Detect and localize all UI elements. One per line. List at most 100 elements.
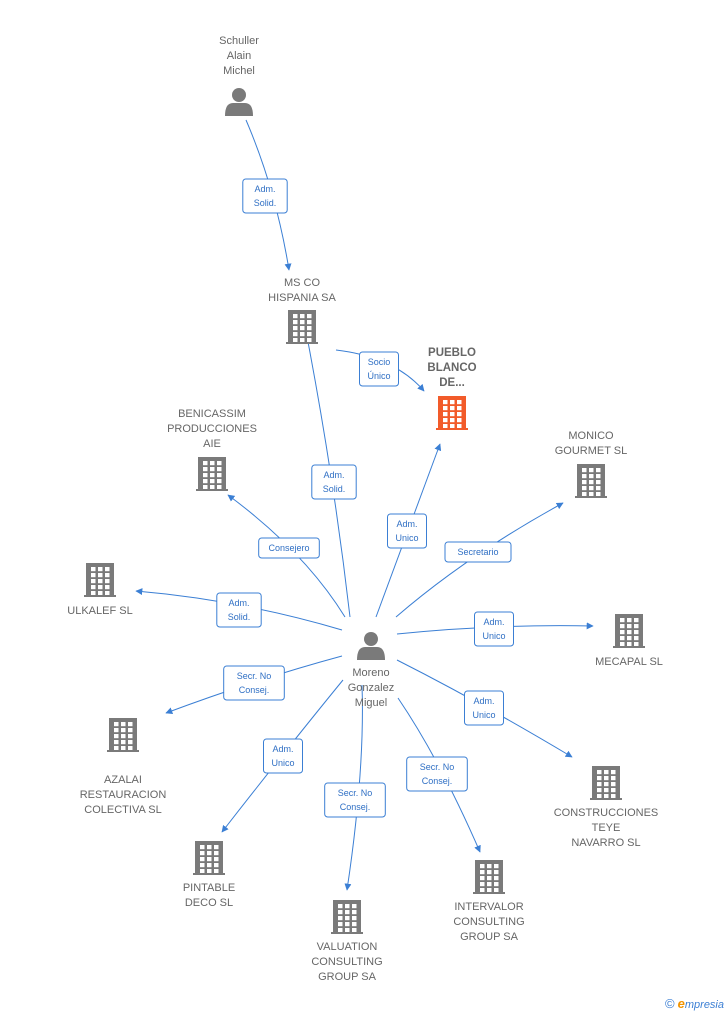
node-label: GROUP SA	[318, 971, 377, 983]
edge-label-box[interactable]: Adm.Unico	[464, 690, 504, 726]
edge-label-text: Consej.	[422, 776, 453, 786]
edge-label-text: Adm.	[272, 744, 293, 754]
edge-moreno-ulkalef: Adm.Solid.	[135, 588, 343, 631]
edge-label-box[interactable]: Secr. No Consej.	[223, 665, 285, 701]
node-label: PINTABLE	[183, 882, 235, 894]
node-label: CONSTRUCCIONES	[554, 807, 659, 819]
edge-label-text: Unico	[271, 758, 294, 768]
building-icon	[575, 464, 607, 498]
edge-schuller-msco: Adm.Solid.	[242, 119, 292, 271]
building-icon	[286, 310, 318, 344]
building-icon	[196, 457, 228, 491]
edge-label-box[interactable]: Adm.Solid.	[242, 178, 288, 214]
node-label: AIE	[203, 438, 221, 450]
node-ulkalef[interactable]: ULKALEF SL	[67, 563, 133, 617]
node-label: RESTAURACION	[80, 789, 167, 801]
edge-moreno-benicassim: Consejero	[227, 494, 346, 618]
brand-name: mpresia	[684, 999, 724, 1011]
edge-label-text: Solid.	[323, 484, 346, 494]
copyright-symbol: ©	[665, 996, 675, 1011]
node-label: DECO SL	[185, 897, 233, 909]
person-icon	[225, 88, 253, 116]
node-label: PUEBLO	[428, 347, 476, 359]
edge-label-box[interactable]: Adm. Unico	[263, 738, 303, 774]
edge-label-frame	[263, 738, 303, 774]
node-label: MONICO	[568, 430, 614, 442]
building-icon	[436, 396, 468, 430]
node-label: Schuller	[219, 35, 259, 47]
node-pueblo[interactable]: PUEBLO BLANCO DE...	[427, 347, 477, 430]
node-mecapal[interactable]: MECAPAL SL	[595, 614, 663, 668]
node-label: Michel	[223, 65, 255, 77]
edge-label-text: Adm.	[483, 617, 504, 627]
edge-label-frame	[223, 665, 285, 701]
node-label: Moreno	[352, 667, 389, 679]
node-label: BLANCO	[427, 362, 476, 374]
building-icon	[590, 766, 622, 800]
edge-label-text: Consej.	[340, 802, 371, 812]
empresia-watermark: ©empresia	[665, 996, 724, 1011]
edge-label-text: Único	[367, 371, 390, 381]
person-icon	[357, 632, 385, 660]
edge-moreno-construcciones: Adm.Unico	[396, 659, 573, 758]
edge-label-text: Socio	[368, 357, 391, 367]
edge-label-text: Secr. No	[237, 671, 272, 681]
node-label: AZALAI	[104, 774, 142, 786]
edge-label-text: Unico	[472, 710, 495, 720]
edge-label-text: Consejero	[268, 543, 309, 553]
node-label: GOURMET SL	[555, 445, 628, 457]
edge-label-frame	[387, 513, 427, 549]
edge-moreno-msco: Adm. Solid.	[301, 320, 357, 618]
building-icon	[107, 718, 139, 752]
edge-label-frame	[324, 782, 386, 818]
edge-label-box[interactable]: Secretario	[444, 541, 512, 563]
node-label: Gonzalez	[348, 682, 394, 694]
edge-label-text: Adm.	[228, 598, 249, 608]
edge-label-text: Unico	[482, 631, 505, 641]
edge-moreno-pueblo: Adm.Unico	[375, 443, 442, 618]
edge-label-box[interactable]: Adm. Unico	[474, 611, 514, 647]
node-label: DE...	[439, 377, 465, 389]
edge-label-box[interactable]: Adm.Solid.	[216, 592, 262, 628]
edge-label-text: Unico	[395, 533, 418, 543]
edge-label-text: Solid.	[254, 198, 277, 208]
node-label: NAVARRO SL	[571, 837, 640, 849]
edge-label-text: Consej.	[239, 685, 270, 695]
node-label: Alain	[227, 50, 251, 62]
building-icon	[331, 900, 363, 934]
edge-moreno-azalai: Secr. No Consej.	[165, 655, 343, 715]
edge-label-frame	[311, 464, 357, 500]
building-icon	[193, 841, 225, 875]
node-pintable[interactable]: PINTABLE DECO SL	[183, 841, 235, 909]
edge-label-frame	[216, 592, 262, 628]
edge-label-box[interactable]: Adm.Unico	[387, 513, 427, 549]
edge-label-text: Adm.	[323, 470, 344, 480]
node-label: BENICASSIM	[178, 408, 246, 420]
node-label: HISPANIA SA	[268, 292, 336, 304]
edge-label-frame	[474, 611, 514, 647]
edge-label-box[interactable]: Adm. Solid.	[311, 464, 357, 500]
node-label: CONSULTING	[453, 916, 524, 928]
edge-label-frame	[444, 541, 512, 563]
edge-label-box[interactable]: Consejero	[258, 537, 320, 559]
building-icon	[613, 614, 645, 648]
node-label: ULKALEF SL	[67, 605, 132, 617]
node-monico[interactable]: MONICO GOURMET SL	[555, 430, 628, 498]
building-icon	[84, 563, 116, 597]
node-label: VALUATION	[317, 941, 378, 953]
